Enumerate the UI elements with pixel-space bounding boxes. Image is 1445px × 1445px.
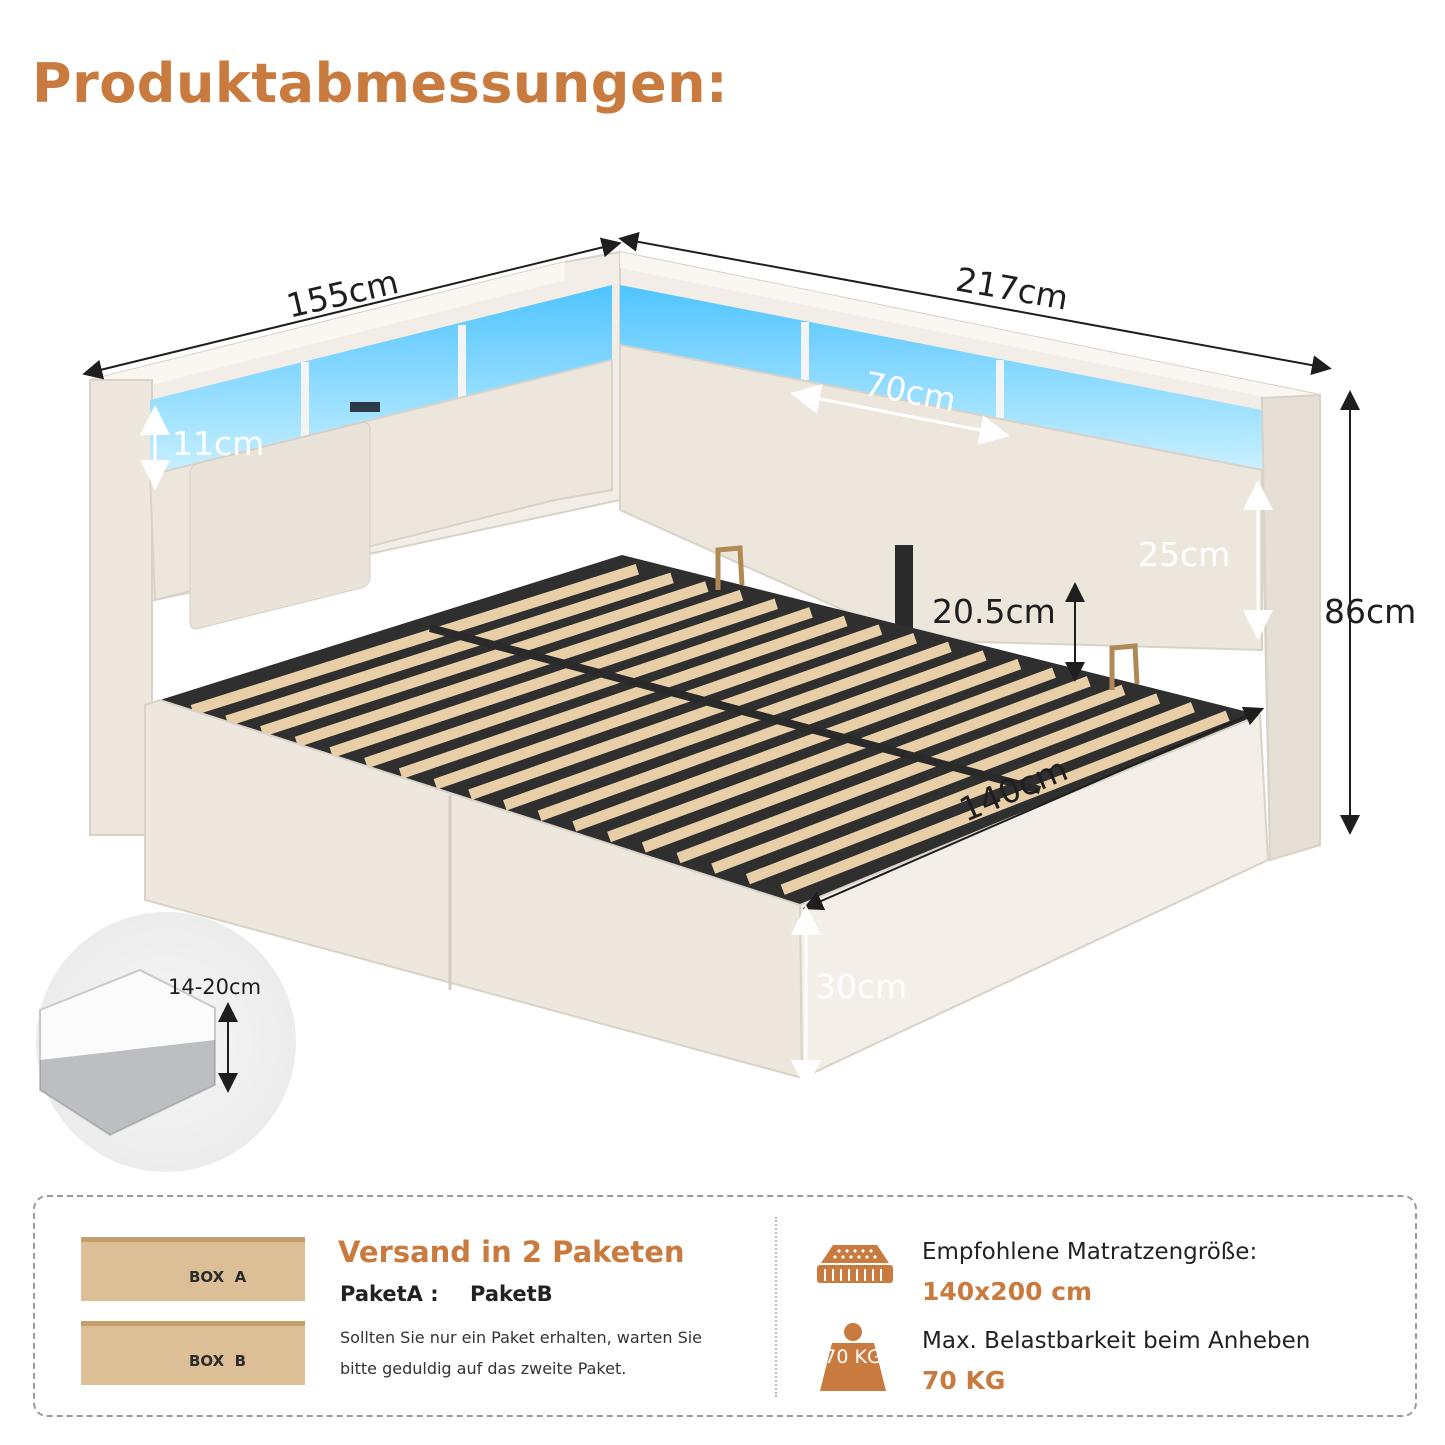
slat (225, 572, 674, 727)
box-b-illustration: BOX B (81, 1321, 305, 1385)
slat (468, 633, 917, 800)
dim-frame-height-label: 30cm (815, 967, 907, 1006)
page-title: Produktabmessungen: (32, 52, 729, 115)
info-panel: BOX A BOX B Versand in 2 Paketen PaketA … (33, 1195, 1417, 1417)
dim-panel-height-label: 25cm (1138, 535, 1230, 574)
mattress-icon (817, 1245, 893, 1283)
max-load-label: Max. Belastbarkeit beim Anheben (922, 1328, 1311, 1354)
lift-handle-right (1109, 643, 1140, 690)
shipping-note: Sollten Sie nur ein Paket erhalten, wart… (340, 1328, 703, 1378)
slat (190, 564, 640, 716)
slat (433, 624, 883, 790)
slat (329, 598, 778, 758)
slat (503, 641, 952, 811)
dim-storage-depth-label: 20.5cm (932, 592, 1056, 631)
mattress-size-value: 140x200 cm (922, 1277, 1093, 1306)
slat (294, 589, 744, 748)
box-a-illustration: BOX A (81, 1237, 305, 1301)
panel-divider (775, 1217, 777, 1397)
box-b-label: BOX B (189, 1352, 247, 1370)
dimension-lines (82, 231, 1360, 1090)
package-b-label: PaketB (470, 1282, 553, 1306)
mattress-size-label: Empfohlene Matratzengröße: (922, 1239, 1258, 1265)
weight-icon: 70 KG (818, 1321, 888, 1397)
weight-icon-text: 70 KG (824, 1346, 882, 1368)
box-a-label: BOX A (189, 1268, 247, 1286)
dim-length-label: 217cm (953, 260, 1071, 318)
mattress-height-label: 14-20cm (168, 975, 261, 999)
package-a-label: PaketA : (340, 1282, 439, 1306)
shipping-title: Versand in 2 Paketen (338, 1235, 685, 1269)
lift-handle-left (715, 545, 745, 590)
usb-port-icon (350, 402, 380, 412)
dim-total-height-label: 86cm (1324, 592, 1416, 631)
bed-diagram: 155cm 217cm 70cm 11cm 25cm 86cm 20.5cm 1… (36, 231, 1416, 1172)
slat (572, 658, 1022, 832)
slat (364, 607, 813, 769)
slat (260, 581, 709, 737)
mattress-inset: 14-20cm (36, 912, 296, 1172)
slat (398, 615, 848, 779)
max-load-value: 70 KG (922, 1366, 1006, 1395)
slat (537, 650, 987, 822)
dim-shelf-height-label: 11cm (172, 424, 264, 463)
